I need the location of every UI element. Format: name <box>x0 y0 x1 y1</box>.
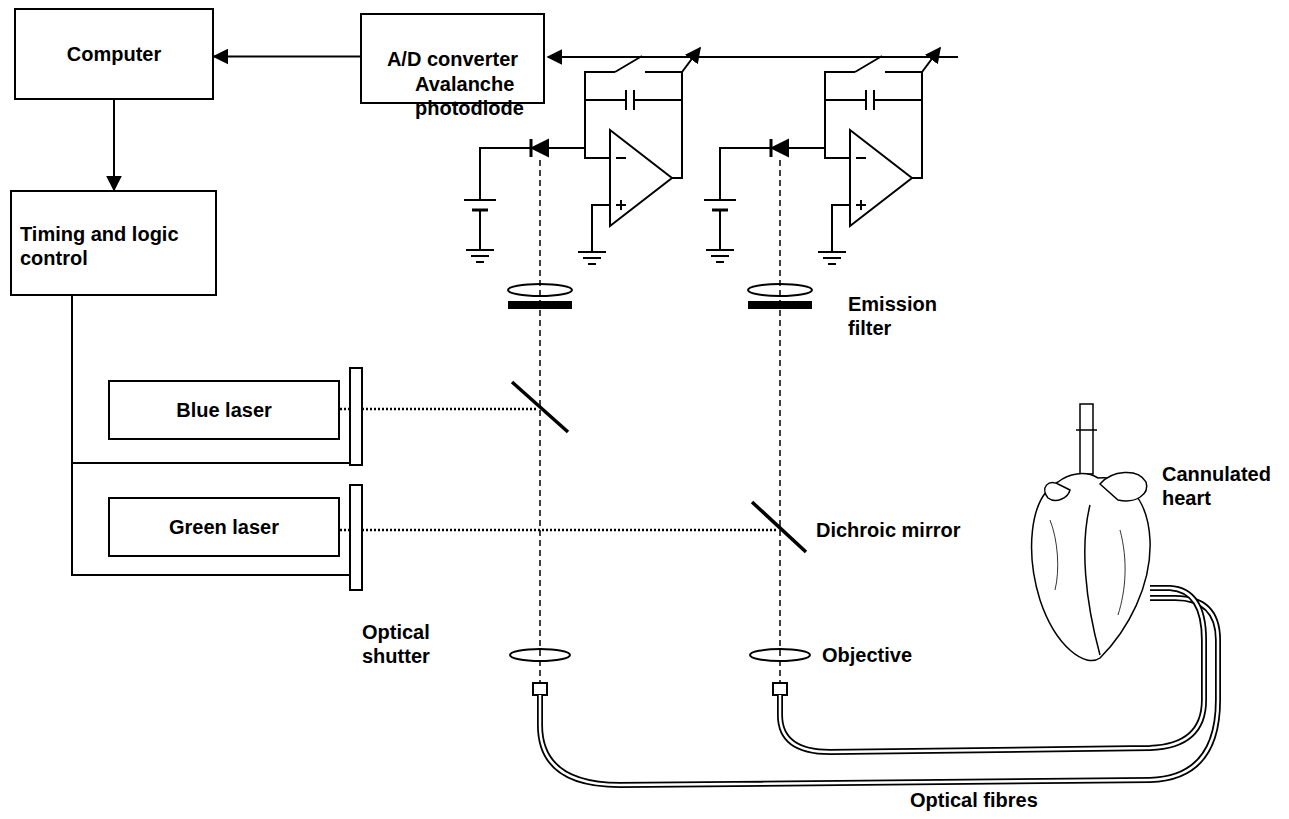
part-label: Objective <box>822 643 912 667</box>
heart-groove <box>1085 505 1100 655</box>
signal-arrow <box>214 56 360 58</box>
heart-outline <box>1032 474 1150 661</box>
amplifier-circuit <box>704 48 940 695</box>
process-box: Blue laser <box>108 380 340 440</box>
blue-beam <box>340 408 350 411</box>
box-label: Timing and logic control <box>20 222 207 270</box>
amplifier-circuit <box>464 48 700 695</box>
box-label: A/D converter <box>387 47 518 71</box>
part-label: Optical shutter <box>362 620 457 668</box>
atrium <box>1045 483 1070 501</box>
process-box: Timing and logic control <box>10 190 217 296</box>
signal-wire <box>548 56 958 58</box>
heart-shading <box>1118 530 1125 615</box>
optical-shutter <box>350 485 362 590</box>
part-label: Dichroic mirror <box>816 518 960 542</box>
optical-shutter <box>350 368 362 465</box>
dichroic-mirror <box>512 382 568 432</box>
dichroic-mirror <box>752 502 806 552</box>
control-wire <box>72 296 350 575</box>
green-beam <box>362 529 778 532</box>
part-label: Cannulated heart <box>1162 462 1282 510</box>
part-label: Emission filter <box>848 292 963 340</box>
signal-arrow <box>113 100 115 190</box>
optical-fibre <box>780 588 1204 752</box>
optical-fibre <box>780 588 1204 752</box>
heart-illustration <box>1032 404 1150 661</box>
cannula <box>1080 404 1093 474</box>
process-box: Computer <box>14 8 214 100</box>
box-label: Computer <box>67 42 161 66</box>
box-label: Green laser <box>169 515 279 539</box>
part-label: Optical fibres <box>910 788 1038 812</box>
box-label: Blue laser <box>176 398 272 422</box>
cannula-tie <box>1076 429 1097 431</box>
process-box: Green laser <box>108 497 340 557</box>
green-beam <box>340 529 350 532</box>
control-wire <box>72 462 350 464</box>
part-label: Avalanche photodiode <box>415 72 540 120</box>
heart-shading <box>1050 520 1058 590</box>
blue-beam <box>362 408 538 411</box>
atrium <box>1100 472 1147 500</box>
